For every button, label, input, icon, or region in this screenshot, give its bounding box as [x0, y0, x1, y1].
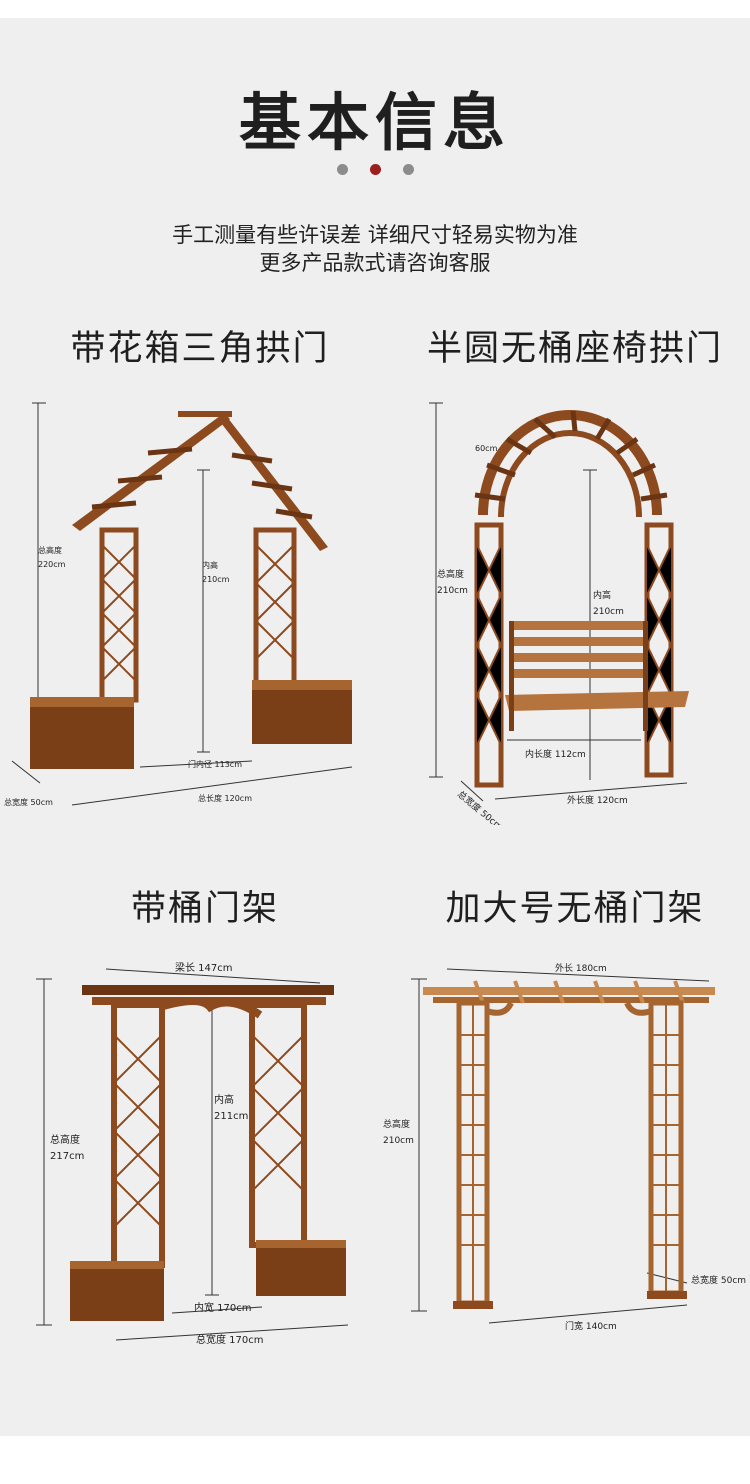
p1-inner-height-value: 210cm	[202, 575, 230, 584]
large-pergola-illustration: 外长 180cm 总高度 210cm 总宽度 50cm 门宽 140cm	[383, 962, 746, 1332]
p1-total-width: 总宽度 50cm	[4, 797, 53, 807]
product-title-3: 带桶门架	[130, 889, 279, 929]
p4-total-height-label: 总高度	[383, 1118, 410, 1130]
p4-total-height-value: 210cm	[383, 1136, 414, 1146]
p3-beam-length: 梁长 147cm	[175, 961, 233, 974]
p4-door-width: 门宽 140cm	[565, 1320, 617, 1332]
dot-1	[336, 164, 348, 175]
p3-inner-width: 内宽 170cm	[194, 1301, 252, 1314]
p2-total-width: 总宽度 50cm	[455, 788, 505, 825]
dot-2-active	[369, 164, 381, 175]
semicircle-bench-arch-illustration: 60cm 总高度 210cm 内高 210cm 内长度 112cm 总宽度 50…	[429, 402, 689, 825]
p2-outer-length: 外长度 120cm	[567, 794, 628, 806]
p1-door-width: 门内径 113cm	[188, 759, 242, 769]
p2-inner-height-label: 内高	[593, 589, 611, 601]
measurement-note: 手工测量有些许误差 详细尺寸轻易实物为准	[172, 223, 578, 247]
p1-inner-height-label: 内高	[202, 560, 218, 570]
p3-inner-height-value: 211cm	[214, 1111, 248, 1122]
p1-total-height-value: 220cm	[38, 560, 66, 569]
product-title-2: 半圆无桶座椅拱门	[426, 329, 723, 369]
triangle-arch-illustration: 总高度 220cm 内高 210cm 门内径 113cm 总宽度 50cm 总长…	[4, 402, 353, 807]
p1-total-length: 总长度 120cm	[198, 793, 252, 803]
p3-total-width: 总宽度 170cm	[196, 1333, 264, 1346]
service-note: 更多产品款式请咨询客服	[259, 251, 491, 275]
page-title: 基本信息	[238, 86, 511, 159]
p3-total-height-value: 217cm	[50, 1151, 84, 1162]
p2-total-height-value: 210cm	[437, 586, 468, 596]
p2-inner-height-value: 210cm	[593, 607, 624, 617]
p4-outer-length: 外长 180cm	[555, 962, 607, 974]
p2-inner-length: 内长度 112cm	[525, 748, 586, 760]
product-title-1: 带花箱三角拱门	[70, 329, 330, 369]
p4-total-width: 总宽度 50cm	[691, 1274, 746, 1286]
pergola-with-planters-illustration: 梁长 147cm 总高度 217cm 内高 211cm 内宽 170cm 总宽度…	[36, 961, 349, 1346]
dot-3	[402, 164, 414, 175]
carousel-dots	[0, 164, 750, 175]
p3-total-height-label: 总高度	[50, 1133, 80, 1146]
p3-inner-height-label: 内高	[214, 1093, 234, 1106]
p2-total-height-label: 总高度	[437, 568, 464, 580]
p2-top-label: 60cm	[475, 444, 498, 453]
p1-total-height-label: 总高度	[38, 545, 62, 555]
product-title-4: 加大号无桶门架	[445, 889, 705, 929]
